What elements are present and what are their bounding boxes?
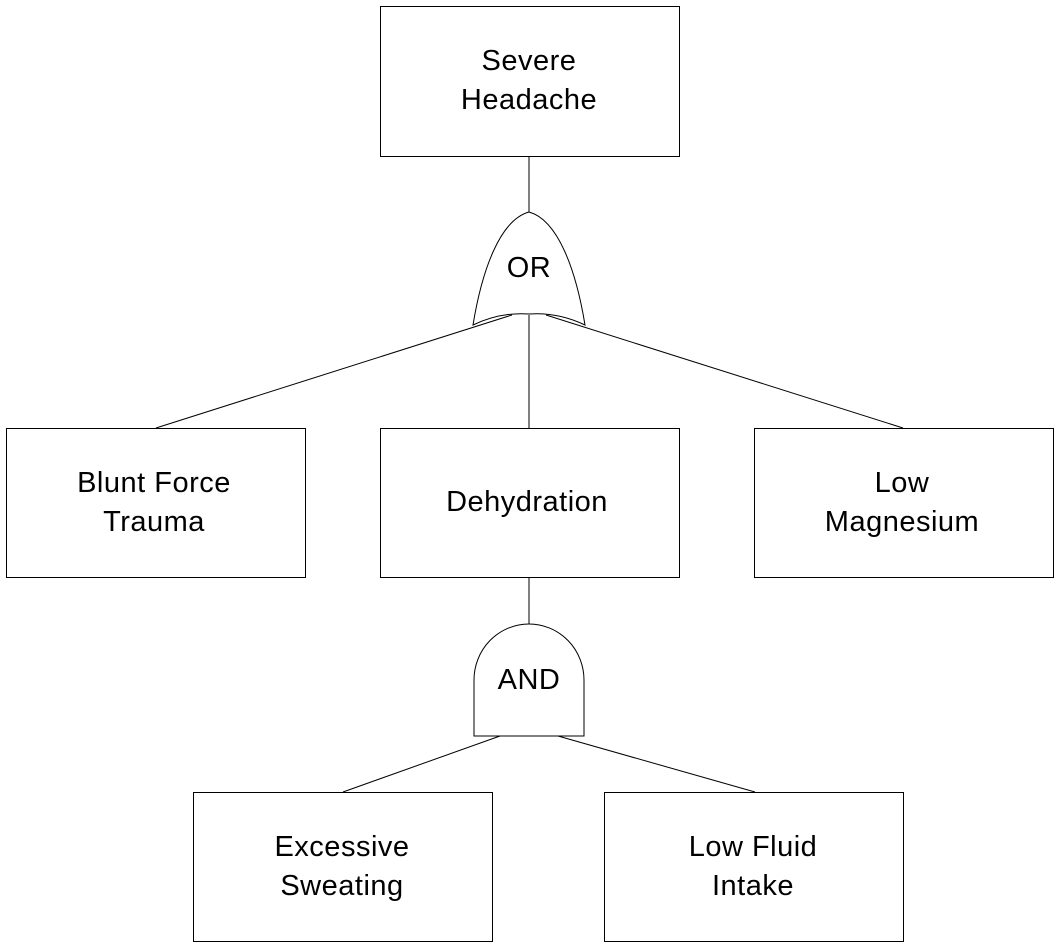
event-blunt-force-trauma: Blunt Force Trauma <box>6 428 306 578</box>
connectors <box>155 156 904 793</box>
or-gate-shape <box>472 211 586 326</box>
event-box <box>604 792 904 942</box>
edge-and-to-excessive-sweating <box>342 735 501 793</box>
event-label-line1: Severe <box>482 45 577 77</box>
or-gate: OR <box>472 211 586 326</box>
edge-or-to-blunt-force-trauma <box>155 314 513 429</box>
event-label-line1: Blunt Force <box>77 467 231 499</box>
and-gate-shape <box>473 623 585 737</box>
event-label-line2: Intake <box>712 870 794 902</box>
event-box <box>6 428 306 578</box>
event-label-line1: Low Fluid <box>689 831 818 863</box>
edge-or-to-low-magnesium <box>545 314 904 429</box>
edge-and-to-low-fluid-intake <box>557 735 756 793</box>
event-label-line2: Trauma <box>103 506 205 538</box>
event-label-line2: Headache <box>461 84 597 116</box>
event-severe-headache: Severe Headache <box>380 6 680 157</box>
event-box <box>754 428 1054 578</box>
event-low-fluid-intake: Low Fluid Intake <box>604 792 904 942</box>
and-gate-label: AND <box>498 664 561 696</box>
or-gate-label: OR <box>507 252 552 284</box>
event-label-line1: Dehydration <box>446 486 608 518</box>
event-excessive-sweating: Excessive Sweating <box>193 792 493 942</box>
event-box <box>380 428 680 578</box>
event-label-line1: Low <box>875 467 930 499</box>
event-dehydration: Dehydration <box>380 428 680 578</box>
and-gate: AND <box>473 623 585 737</box>
event-low-magnesium: Low Magnesium <box>754 428 1054 578</box>
event-box <box>380 6 680 157</box>
event-label-line2: Magnesium <box>825 506 979 538</box>
event-box <box>193 792 493 942</box>
event-label-line2: Sweating <box>280 870 403 902</box>
event-label-line1: Excessive <box>274 831 409 863</box>
